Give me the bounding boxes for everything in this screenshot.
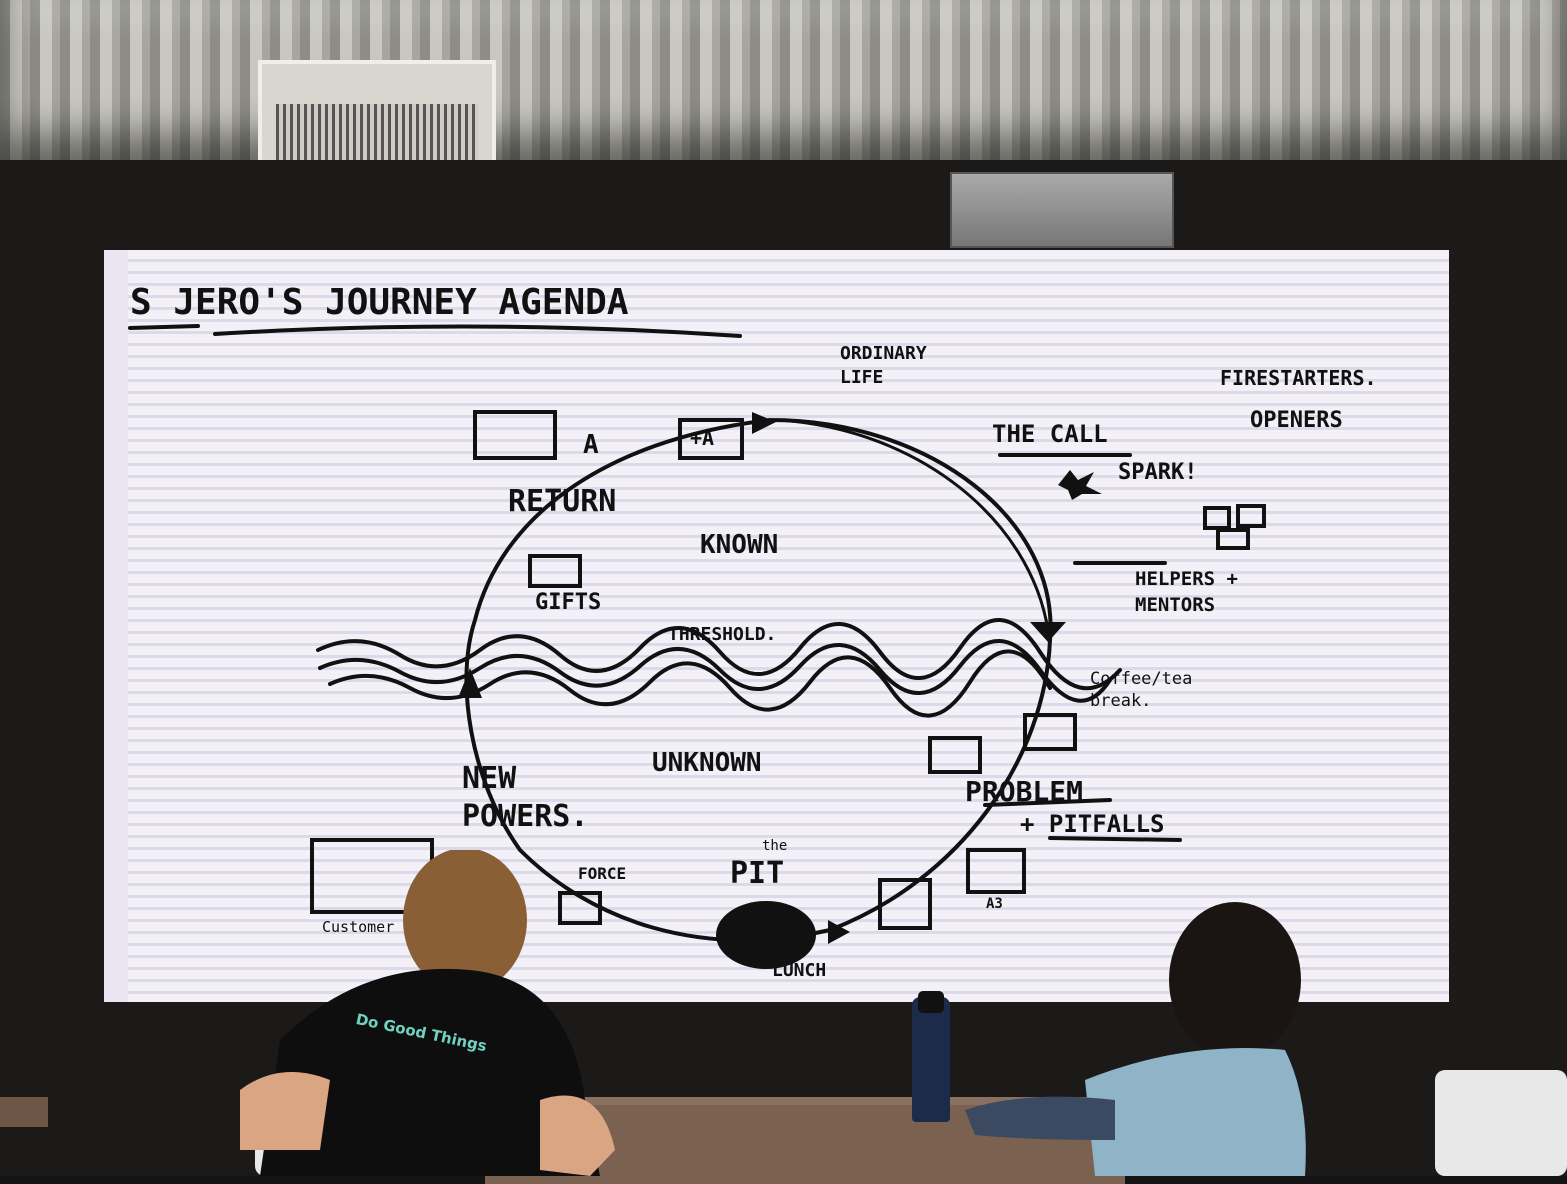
arrow-new-powers <box>458 668 482 698</box>
label-gifts: GIFTS <box>535 590 602 615</box>
sticky-1 <box>1203 506 1231 530</box>
label-new-powers: NEW POWERS. <box>462 761 589 834</box>
plus-a-box <box>678 418 744 460</box>
title-underline-2 <box>213 324 742 338</box>
journey-circle <box>464 418 1053 943</box>
arm-left <box>240 1072 330 1150</box>
spark-star <box>1058 470 1102 500</box>
label-lunch: LUNCH <box>772 960 827 981</box>
threshold-wave-1 <box>316 618 1122 691</box>
problem-underline <box>983 798 1112 807</box>
person-right <box>965 902 1306 1176</box>
board-title: S JERO'S JOURNEY AGENDA <box>130 282 629 323</box>
bottle-cap <box>918 991 944 1013</box>
label-the-call: THE CALL <box>992 420 1108 448</box>
arrow-lunch <box>828 920 850 944</box>
led-screen <box>104 250 1449 1002</box>
sticky-2 <box>1236 504 1266 528</box>
arrow-ordinary <box>752 412 776 434</box>
label-problem: PROBLEM <box>965 775 1084 808</box>
label-ordinary-life: ORDINARY LIFE <box>840 343 927 388</box>
label-plus-a: +A <box>690 426 715 450</box>
person-left <box>240 850 615 1176</box>
pitfall-box <box>1023 713 1077 751</box>
slide-box <box>928 736 982 774</box>
arm-right <box>540 1095 615 1176</box>
label-pitfalls: + PITFALLS <box>1020 810 1165 838</box>
label-helpers-mentors: HELPERS + MENTORS <box>1135 568 1238 616</box>
hair <box>1169 902 1301 1058</box>
label-force: FORCE <box>578 864 627 883</box>
label-customer: Customer <box>322 918 395 936</box>
label-firestarters: FIRESTARTERS. <box>1220 366 1377 390</box>
label-coffee-break: Coffee/tea break. <box>1090 669 1193 711</box>
shirt <box>1085 1048 1306 1176</box>
call-arrow-inner <box>778 418 1050 632</box>
label-return: RETURN <box>508 484 617 519</box>
arrow-call <box>1030 622 1066 642</box>
pitfalls-underline <box>1048 836 1182 842</box>
side-table <box>0 1097 48 1127</box>
label-pit: PIT <box>730 856 785 891</box>
label-unknown: UNKNOWN <box>652 748 762 778</box>
water-bottle <box>912 991 950 1122</box>
label-threshold: THRESHOLD. <box>668 624 777 645</box>
a3-box <box>966 848 1026 894</box>
arm <box>965 1096 1115 1140</box>
gift-box <box>528 554 582 588</box>
pit-ellipse <box>716 901 816 969</box>
chair <box>1435 1070 1567 1176</box>
ceiling-box <box>950 172 1174 248</box>
sticky-3 <box>1216 528 1250 550</box>
title-underline-1 <box>128 324 200 330</box>
threshold-wave-2 <box>318 639 1112 703</box>
force-box <box>558 891 602 925</box>
label-openers: OPENERS <box>1250 408 1343 433</box>
book-sketch <box>473 410 557 460</box>
label-a3: A3 <box>986 896 1003 912</box>
tshirt <box>260 968 600 1176</box>
label-spark: SPARK! <box>1118 460 1198 485</box>
hair <box>403 850 527 992</box>
label-a: A <box>583 430 599 460</box>
label-known: KNOWN <box>700 530 779 560</box>
stack-box <box>878 878 932 930</box>
label-the: the <box>762 838 788 854</box>
